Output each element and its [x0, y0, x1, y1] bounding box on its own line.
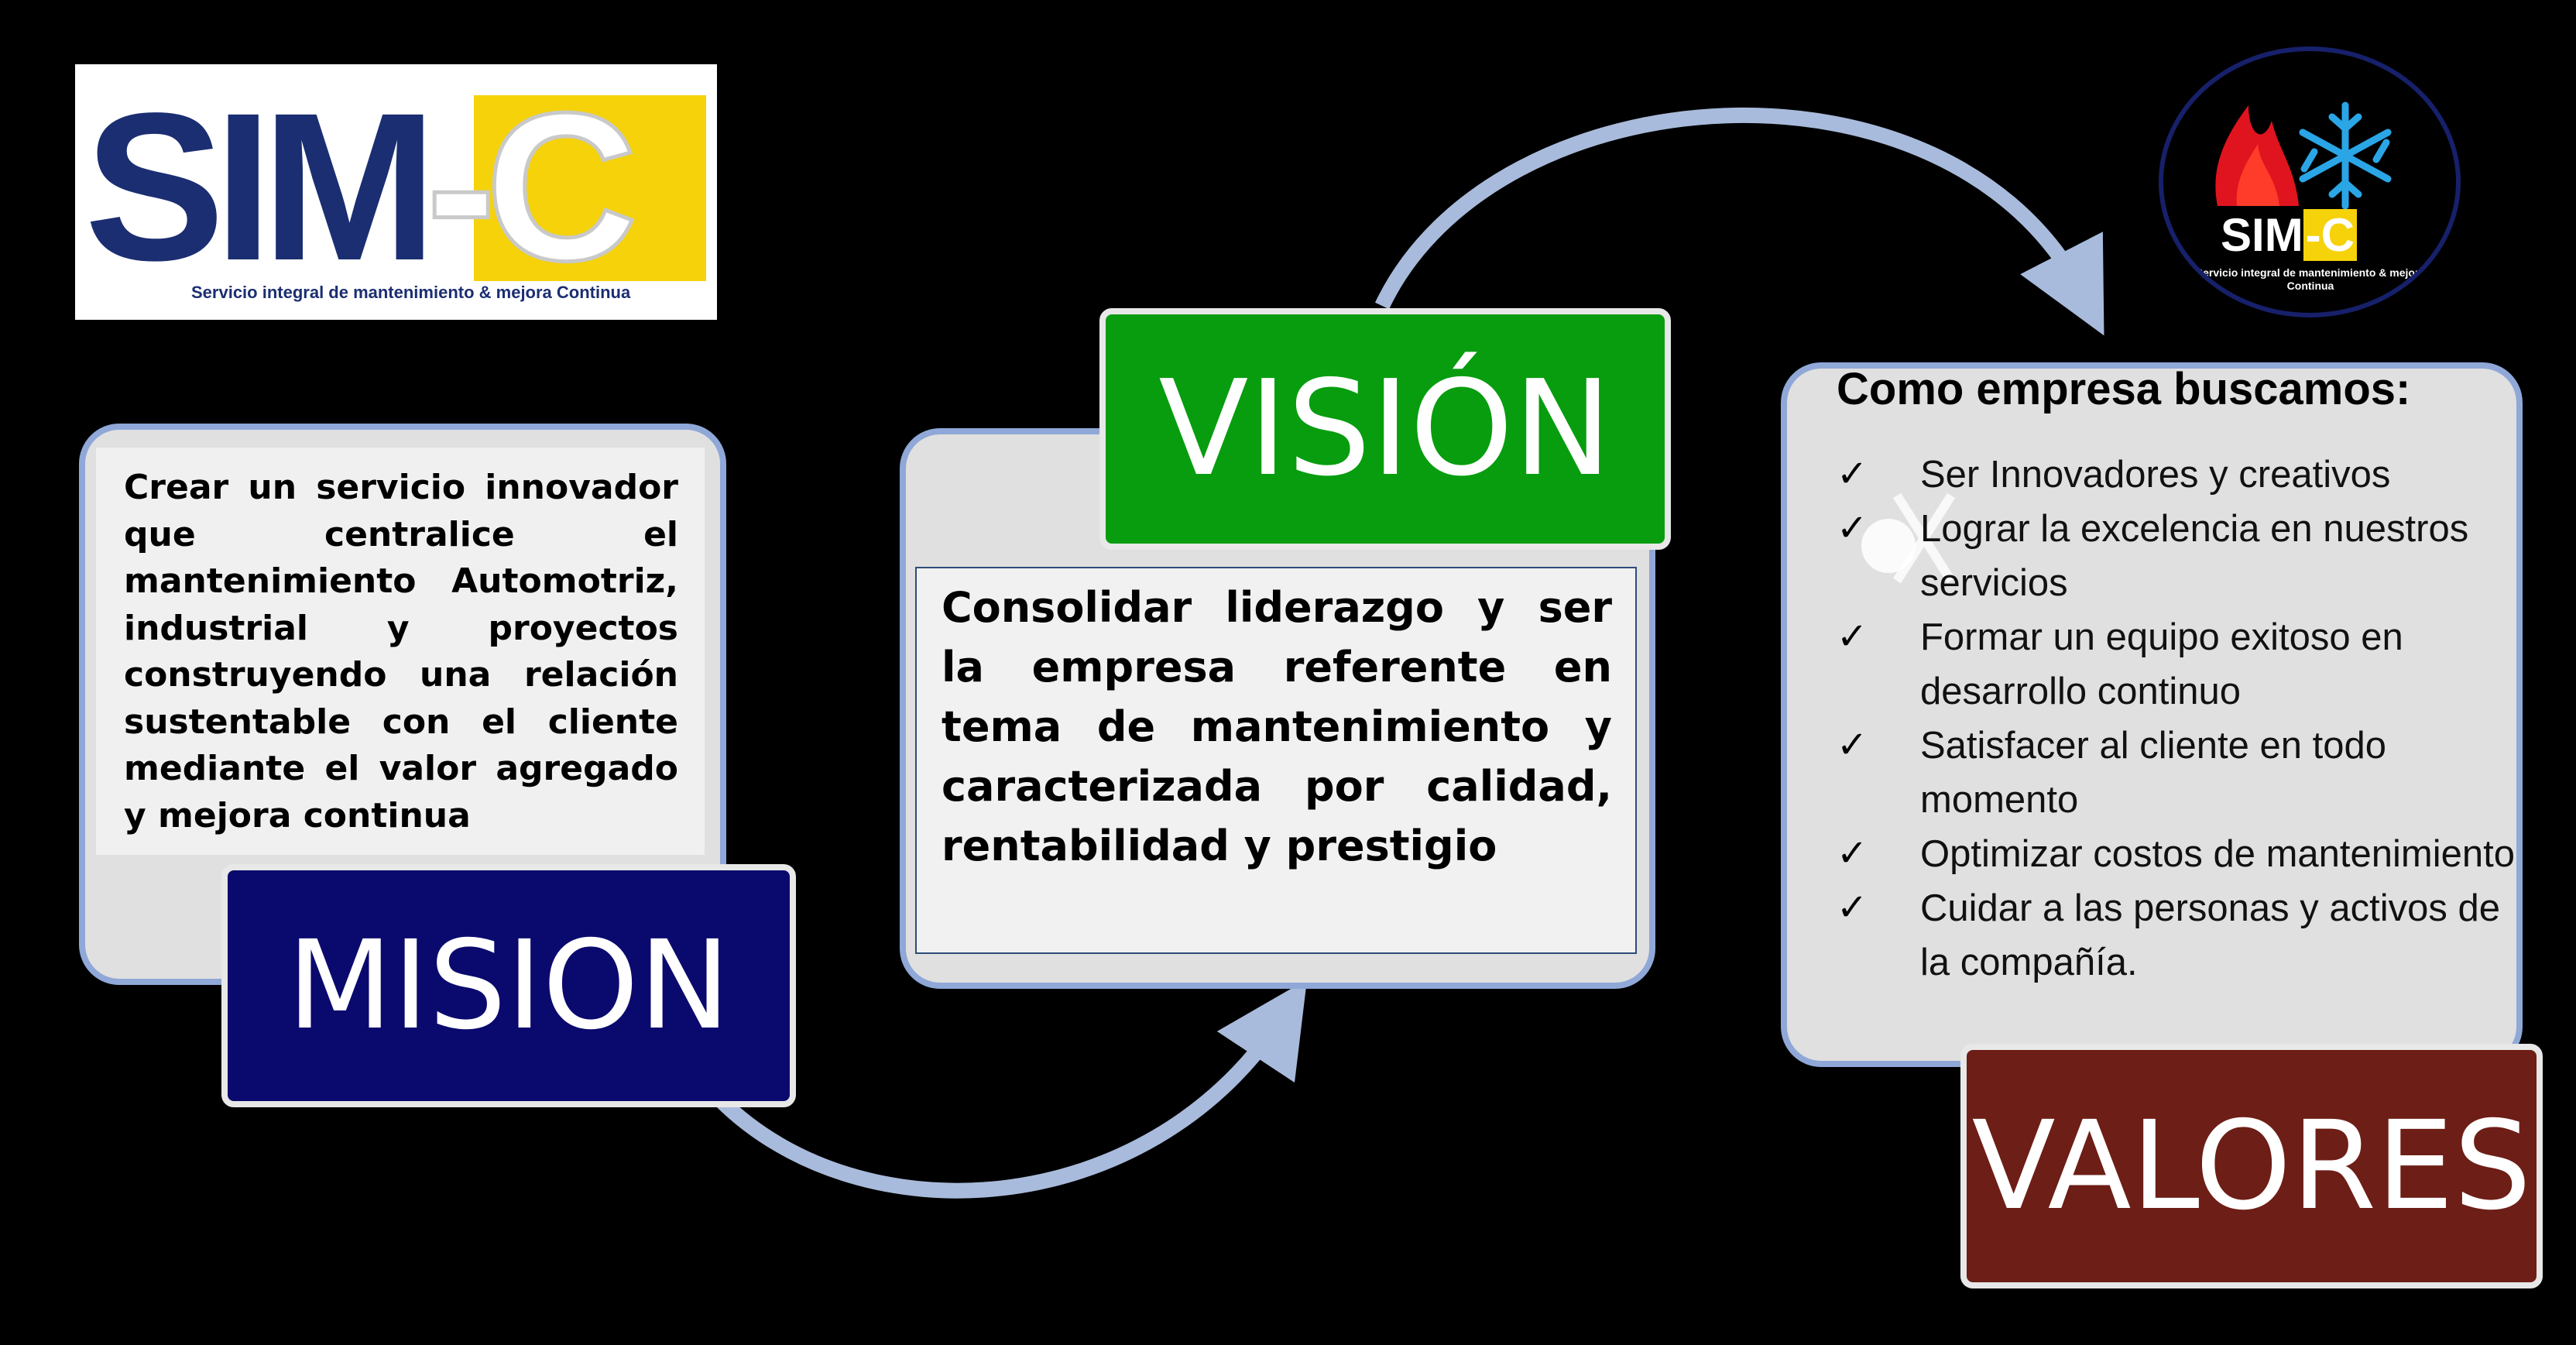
mision-text: Crear un servicio innovador que centrali…	[96, 448, 705, 855]
valores-item: ✓ Satisfacer al cliente en todo momento	[1829, 719, 2518, 827]
check-icon: ✓	[1837, 887, 1868, 928]
logo-wordmark: SIM-C	[84, 80, 640, 294]
logo-wordmark-accent: -C	[424, 69, 640, 304]
round-logo-tagline: Servicio integral de mantenimiento & mej…	[2195, 266, 2426, 292]
valores-item: ✓ Formar un equipo exitoso en desarrollo …	[1829, 610, 2518, 719]
valores-item-text: Optimizar costos de mantenimiento	[1920, 833, 2515, 875]
valores-label: VALORES	[1960, 1044, 2543, 1288]
mision-label: MISION	[221, 864, 796, 1107]
round-logo-wordmark: SIM-C	[2221, 209, 2357, 261]
valores-item: ✓ Ser Innovadores y creativos	[1829, 448, 2518, 502]
flame-icon	[2215, 105, 2299, 206]
round-logo-wordmark-main: SIM	[2221, 209, 2303, 261]
valores-panel	[1781, 362, 2523, 1067]
valores-item-text: Ser Innovadores y creativos	[1920, 454, 2391, 496]
arrow-vision-to-valores	[1374, 107, 2104, 336]
valores-item: ✓ Optimizar costos de mantenimiento	[1829, 827, 2518, 881]
valores-item: ✓ Cuidar a las personas y activos de la c…	[1829, 881, 2518, 990]
watermark-x-icon	[1892, 492, 1956, 584]
logo-tagline: Servicio integral de mantenimiento & mej…	[191, 283, 631, 302]
valores-item-text: Formar un equipo exitoso en desarrollo c…	[1920, 616, 2403, 712]
check-icon: ✓	[1837, 616, 1868, 657]
check-icon: ✓	[1837, 508, 1868, 549]
simc-round-logo: SIM-C Servicio integral de mantenimiento…	[2159, 46, 2461, 317]
check-icon: ✓	[1837, 725, 1868, 766]
logo-yellow-block	[474, 95, 706, 281]
simc-logo-banner: SIM-C Servicio integral de mantenimiento…	[75, 64, 717, 320]
arrow-mision-to-vision	[714, 979, 1308, 1199]
check-icon: ✓	[1837, 454, 1868, 495]
vision-text: Consolidar liderazgo y ser la empresa re…	[915, 567, 1637, 954]
valores-list: ✓ Ser Innovadores y creativos ✓ Lograr la …	[1829, 448, 2518, 990]
check-icon: ✓	[1837, 833, 1868, 874]
round-logo-wordmark-accent: -C	[2303, 209, 2357, 261]
valores-item: ✓ Lograr la excelencia en nuestros servic…	[1829, 502, 2518, 610]
valores-item-text: Cuidar a las personas y activos de la co…	[1920, 887, 2500, 983]
valores-item-text: Satisfacer al cliente en todo momento	[1920, 725, 2386, 821]
valores-item-text: Lograr la excelencia en nuestros servici…	[1920, 508, 2469, 604]
valores-title: Como empresa buscamos:	[1837, 364, 2411, 414]
snowflake-icon	[2299, 101, 2392, 210]
vision-label: VISIÓN	[1099, 308, 1671, 550]
logo-wordmark-main: SIM	[84, 69, 437, 304]
